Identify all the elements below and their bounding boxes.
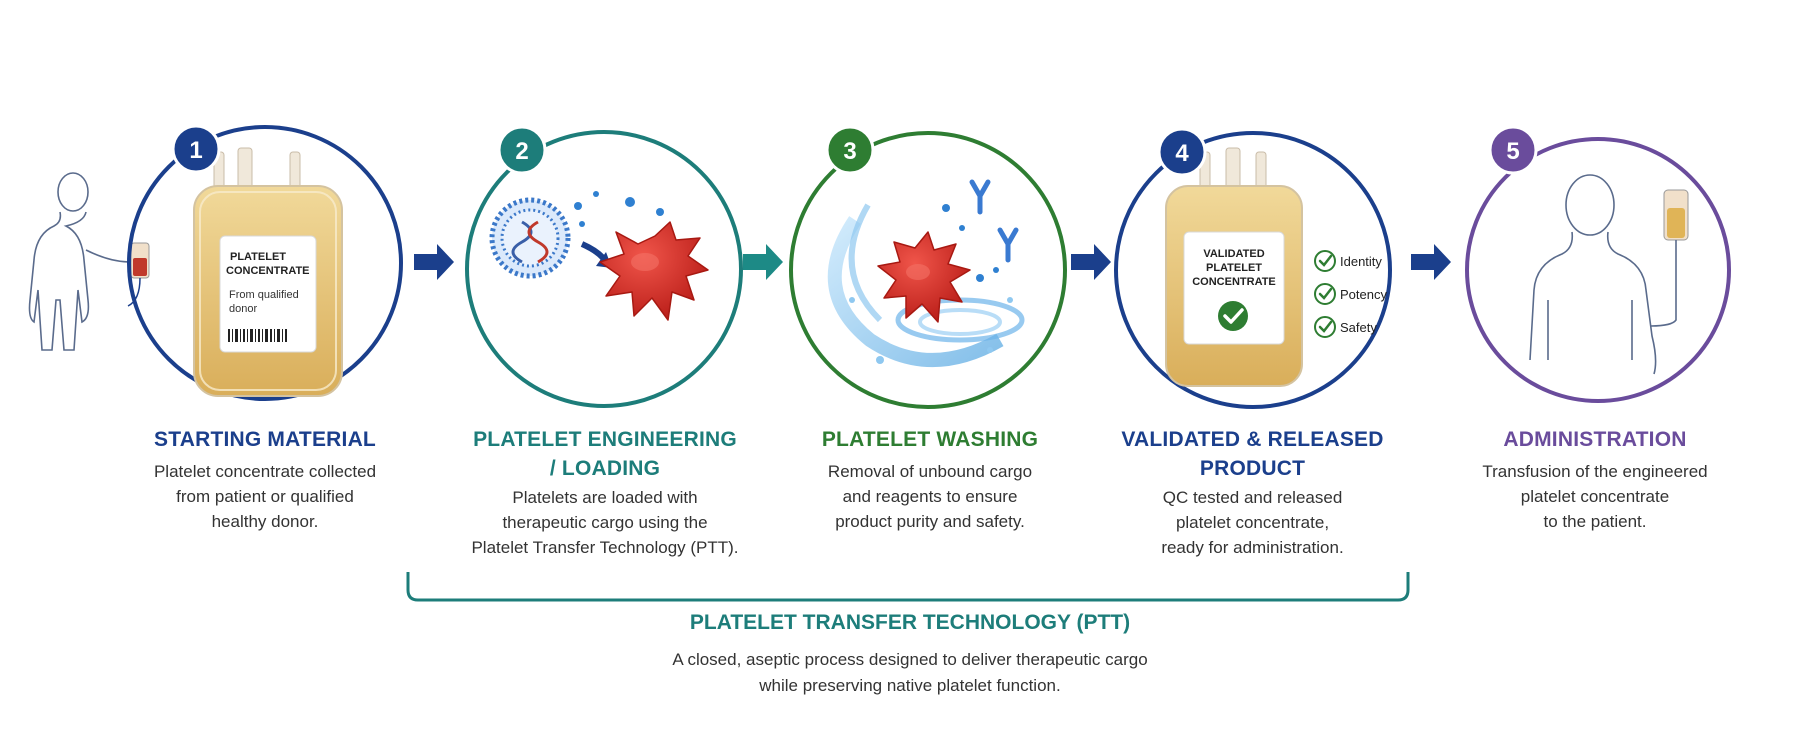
blood-bag-icon <box>1165 147 1303 387</box>
step-title-line: ADMINISTRATION <box>1503 428 1687 451</box>
qc-check-list: Identity Potency Safety <box>1314 250 1387 338</box>
iv-bag-icon <box>1649 189 1689 327</box>
step-1-ring <box>127 125 403 401</box>
step-desc-line: therapeutic cargo using the <box>502 513 708 532</box>
ptt-desc-line: while preserving native platelet functio… <box>759 676 1061 695</box>
step-title-line: PLATELET WASHING <box>821 428 1039 451</box>
qc-check-label: Potency <box>1340 287 1387 302</box>
step-2: 2 <box>465 125 743 408</box>
ptt-title: PLATELET TRANSFER TECHNOLOGY (PTT) <box>689 611 1131 634</box>
step-title-line: PRODUCT <box>1199 457 1306 480</box>
arrow-icon <box>1071 244 1111 280</box>
step-desc-line: ready for administration. <box>1161 538 1344 557</box>
step-1-number: 1 <box>189 137 202 164</box>
step-desc-line: Removal of unbound cargo <box>827 462 1033 481</box>
step-4: VALIDATED PLATELET CONCENTRATE Identity … <box>1114 127 1392 409</box>
platelet-cell-icon <box>877 231 971 323</box>
step-title-line: STARTING MATERIAL <box>154 428 376 451</box>
step-5-ring <box>1465 137 1731 403</box>
check-circle-icon <box>1218 301 1248 331</box>
step-5: 5 <box>1465 125 1731 403</box>
step-2-number: 2 <box>515 138 528 165</box>
qc-check-item: Potency <box>1314 283 1387 305</box>
step-2-title: PLATELET ENGINEERING / LOADING <box>455 425 755 483</box>
step-5-title: ADMINISTRATION <box>1455 425 1735 454</box>
qc-check-label: Safety <box>1340 320 1377 335</box>
step-2-description: Platelets are loaded with therapeutic ca… <box>435 485 775 560</box>
step-2-badge <box>497 125 547 175</box>
antibody-icon <box>969 179 1019 263</box>
step-5-badge <box>1488 125 1538 175</box>
step-1-title: STARTING MATERIAL <box>120 425 410 454</box>
step-3-ring <box>789 131 1067 409</box>
step-desc-line: Platelets are loaded with <box>512 488 698 507</box>
ptt-description: A closed, aseptic process designed to de… <box>500 647 1320 699</box>
platelet-cell-icon <box>599 221 709 321</box>
step-title-line: VALIDATED & RELEASED <box>1121 428 1384 451</box>
step-title-line: / LOADING <box>549 457 661 480</box>
step-3: 3 <box>789 125 1067 409</box>
step-4-title: VALIDATED & RELEASED PRODUCT <box>1100 425 1405 483</box>
bag-label-line: PLATELET <box>1206 262 1262 274</box>
step-desc-line: Platelet Transfer Technology (PTT). <box>471 538 739 557</box>
step-desc-line: Platelet concentrate collected <box>153 462 377 481</box>
step-4-ring <box>1114 131 1392 409</box>
step-4-number: 4 <box>1175 140 1189 167</box>
ptt-bracket <box>406 572 1410 602</box>
bag-label <box>1183 231 1285 345</box>
step-title-line: PLATELET ENGINEERING <box>473 428 737 451</box>
patient-outline-icon <box>28 172 140 351</box>
bag-label-sub-line: From qualified <box>229 289 299 301</box>
step-desc-line: to the patient. <box>1543 512 1647 531</box>
step-desc-line: Transfusion of the engineered <box>1482 462 1708 481</box>
ptt-desc-line: A closed, aseptic process designed to de… <box>672 650 1148 669</box>
step-5-description: Transfusion of the engineered platelet c… <box>1440 459 1750 534</box>
bag-label <box>219 235 317 353</box>
step-1-badge <box>171 124 221 174</box>
step-1: PLATELET CONCENTRATE From qualified dono… <box>28 124 403 401</box>
water-swirl-icon <box>827 203 1025 367</box>
bag-label-sub-line: donor <box>229 303 257 315</box>
step-desc-line: platelet concentrate <box>1520 487 1670 506</box>
liposome-dna-icon <box>489 197 571 279</box>
arrow-icon <box>414 244 454 280</box>
step-desc-line: platelet concentrate, <box>1175 513 1330 532</box>
qc-check-item: Identity <box>1314 250 1382 272</box>
bag-label-line: VALIDATED <box>1203 248 1264 260</box>
step-desc-line: healthy donor. <box>211 512 319 531</box>
bag-label-line: CONCENTRATE <box>1192 276 1276 288</box>
step-3-badge <box>825 125 875 175</box>
step-2-ring <box>465 130 743 408</box>
bag-label-line: PLATELET <box>230 251 286 263</box>
step-desc-line: product purity and safety. <box>835 512 1025 531</box>
bag-label-line: CONCENTRATE <box>226 265 310 277</box>
step-desc-line: from patient or qualified <box>176 487 354 506</box>
cargo-dots-icon <box>574 191 664 227</box>
collection-bag-icon <box>127 242 150 307</box>
step-4-badge <box>1157 127 1207 177</box>
patient-outline-icon <box>1529 174 1657 375</box>
step-4-description: QC tested and released platelet concentr… <box>1105 485 1400 560</box>
cargo-dots-icon <box>942 204 999 282</box>
step-5-number: 5 <box>1506 138 1519 165</box>
step-desc-line: QC tested and released <box>1162 488 1343 507</box>
step-3-description: Removal of unbound cargo and reagents to… <box>780 459 1080 534</box>
step-desc-line: and reagents to ensure <box>842 487 1018 506</box>
arrow-icon <box>743 244 783 280</box>
blood-bag-icon <box>193 147 343 397</box>
step-3-title: PLATELET WASHING <box>790 425 1070 454</box>
arrow-icon <box>1411 244 1451 280</box>
qc-check-label: Identity <box>1340 254 1382 269</box>
step-3-number: 3 <box>843 138 856 165</box>
step-1-description: Platelet concentrate collected from pati… <box>110 459 420 534</box>
barcode-icon <box>228 329 287 342</box>
qc-check-item: Safety <box>1314 316 1377 338</box>
